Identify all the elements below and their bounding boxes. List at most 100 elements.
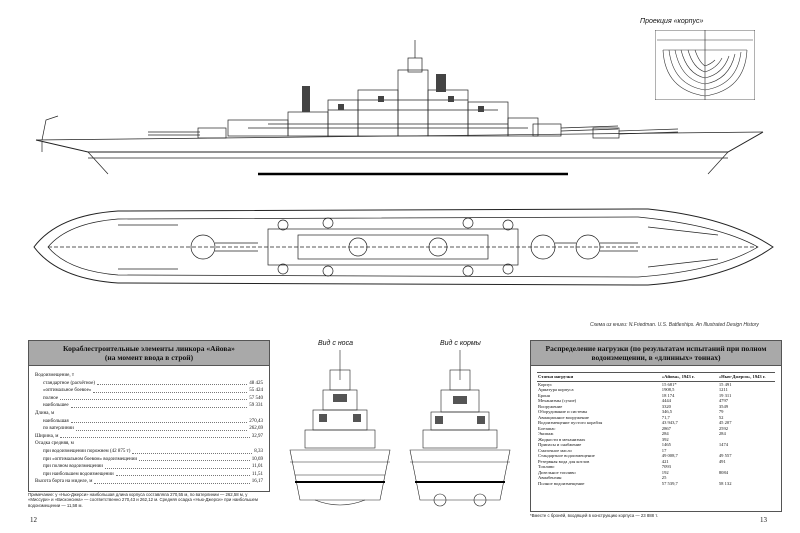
table-row: Вооружение 3320 3549 <box>537 404 775 410</box>
table-row: Корпус 15 681* 15 491 <box>537 381 775 387</box>
load-item-value: 346,5 <box>661 409 673 414</box>
load-item-label: Арматура корпуса <box>538 387 574 392</box>
table-row: Механизмы (сухие) 4444 4797 <box>537 398 775 404</box>
load-item-label: Припасы и снабжение <box>538 442 582 447</box>
load-footnote: *Вместе с бронёй, входящей в конструкцию… <box>530 513 658 518</box>
load-item-label: Топливо <box>538 464 555 469</box>
load-item-value: 15 681* <box>661 381 677 387</box>
load-item-label: Оборудование и системы <box>538 409 588 414</box>
load-item-value: 15 491 <box>718 381 732 387</box>
table-row: Топливо 7093 <box>537 464 775 470</box>
load-item-value: 49 557 <box>718 453 732 458</box>
load-item-label: Вооружение <box>538 403 563 409</box>
load-item-value: 18 174 <box>661 392 675 398</box>
table-row: Смазочное масло 17 <box>537 448 775 454</box>
load-item-value: 45 207 <box>718 420 732 425</box>
load-item-label: Экипаж <box>538 431 554 436</box>
table-row: Припасы и снабжение 1465 1474 <box>537 442 775 448</box>
spec-row: Осадка средняя, м <box>35 441 74 447</box>
load-table-header: Статьи нагрузки «Айова», 1943 г. «Нью-Дж… <box>537 372 775 382</box>
page-number-left: 12 <box>30 516 37 524</box>
load-item-value: 17 <box>661 447 667 453</box>
load-item-value: 1474 <box>718 442 729 447</box>
spec-row: при водоизмещении порожнем (42 875 т)8,3… <box>43 448 263 454</box>
load-item-value: 284 <box>718 431 726 436</box>
table-row: Боезапас 2867 2592 <box>537 426 775 432</box>
column-header: Статьи нагрузки <box>537 372 661 382</box>
load-item-label: Боезапас <box>538 425 556 431</box>
table-row: Водоизмещение пустого корабля 43 943,7 45 … <box>537 420 775 426</box>
load-item-value: 8084 <box>718 469 729 475</box>
load-item-value: 43 943,7 <box>661 420 678 425</box>
view-bow-label: Вид с носа <box>318 340 353 347</box>
spec-row: Водоизмещение, т <box>35 373 75 378</box>
load-item-value: 71,7 <box>661 414 670 420</box>
load-item-label: Броня <box>538 392 550 398</box>
load-item-value: 7093 <box>661 464 671 469</box>
load-item-value: 25 <box>661 475 667 480</box>
body-plan-drawing <box>655 30 755 100</box>
spec-note: Примечание: у «Нью-Джерси» наибольшая дл… <box>28 492 258 508</box>
ship-plan-view <box>33 208 774 286</box>
table-row: Авиационное вооружение 71,7 52 <box>537 415 775 421</box>
load-item-value: 284 <box>661 431 669 436</box>
spec-list: Водоизмещение, т стандартное (расчётное)… <box>29 366 269 486</box>
load-item-value: 1465 <box>661 442 671 447</box>
table-row: Полное водоизмещение 57 539,7 58 132 <box>537 481 775 487</box>
load-item-label: Корпус <box>538 381 553 387</box>
load-item-value: 57 539,7 <box>661 480 678 486</box>
spec-panel: Кораблестроительные элементы линкора «Ай… <box>28 340 270 492</box>
load-item-value: 491 <box>718 458 726 464</box>
load-item-value: 4444 <box>661 398 671 403</box>
load-item-label: Авиационное вооружение <box>538 414 589 420</box>
ship-side-profile <box>35 40 764 176</box>
load-item-label: Жидкости в механизмах <box>538 436 586 442</box>
spec-row: «оптимальное боевое»55 424 <box>43 388 263 394</box>
load-item-value: 52 <box>718 414 724 420</box>
load-item-value: 192 <box>661 469 669 475</box>
load-item-value: 49 008,7 <box>661 453 678 458</box>
load-item-value: 4797 <box>718 398 729 403</box>
load-item-label: Авиабензин <box>538 475 562 480</box>
bow-view-drawing <box>289 350 391 506</box>
table-row: Броня 18 174 19 311 <box>537 393 775 399</box>
load-item-value: 421 <box>661 458 669 464</box>
load-item-label: Водоизмещение пустого корабля <box>538 420 603 425</box>
load-item-value: 79 <box>718 409 724 414</box>
spec-panel-subtitle: (на момент ввода в строй) <box>104 353 194 362</box>
page-number-right: 13 <box>760 516 767 524</box>
table-row: Экипаж 284 284 <box>537 431 775 437</box>
source-credit: Схема из книги: N.Friedman. U.S. Battles… <box>590 322 759 328</box>
spec-panel-title: Кораблестроительные элементы линкора «Ай… <box>63 344 235 353</box>
column-header: «Айова», 1943 г. <box>660 372 718 382</box>
load-item-value: 19 311 <box>718 392 732 398</box>
load-item-label: Полное водоизмещение <box>538 480 585 486</box>
load-item-label: Механизмы (сухие) <box>538 398 577 403</box>
table-row: Оборудование и системы 346,5 79 <box>537 409 775 415</box>
load-item-value: 2867 <box>661 425 671 431</box>
load-table: Статьи нагрузки «Айова», 1943 г. «Нью-Дж… <box>537 372 775 486</box>
spec-row: стандартное (расчётное)48 425 <box>43 380 263 386</box>
load-item-label: Смазочное масло <box>538 447 572 453</box>
table-row: Авиабензин 25 <box>537 475 775 481</box>
load-item-value: 3320 <box>661 403 671 409</box>
load-item-value: 3549 <box>718 403 729 409</box>
table-row: Жидкости в механизмах 392 <box>537 437 775 443</box>
load-item-value: 58 132 <box>718 480 732 486</box>
view-stern-label: Вид с кормы <box>440 340 481 347</box>
load-item-value: 392 <box>661 436 669 442</box>
load-item-value: 2592 <box>718 425 729 431</box>
load-item-label: Резервная вода для котлов <box>538 458 590 464</box>
stern-view-drawing <box>409 350 511 507</box>
